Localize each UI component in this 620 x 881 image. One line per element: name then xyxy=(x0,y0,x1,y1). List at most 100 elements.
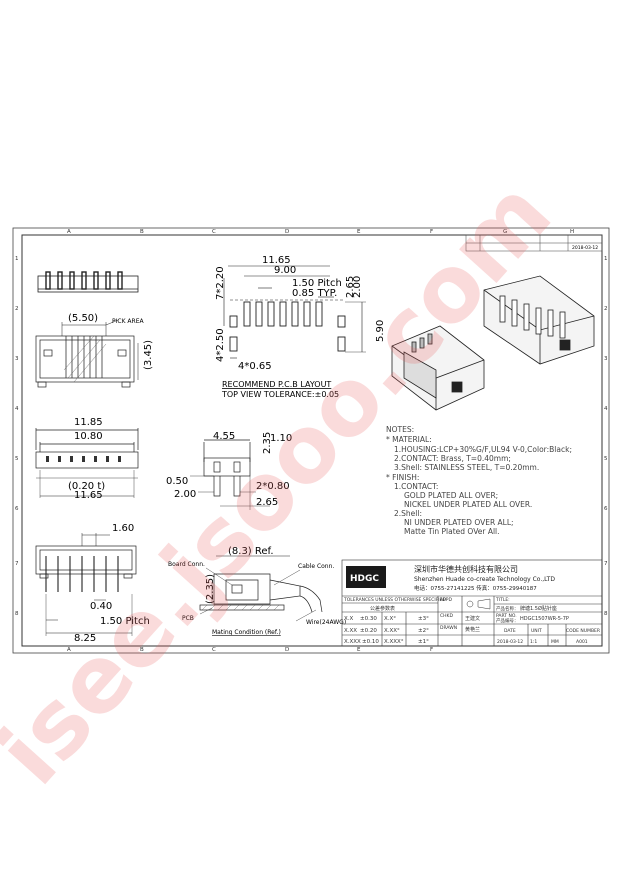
pcb-dim-9-00: 9.00 xyxy=(274,265,296,276)
grid-col-bottom: D xyxy=(285,647,289,653)
mating-view xyxy=(199,555,323,622)
product-name-label: 产品名称： xyxy=(496,605,519,612)
grid-row-right: 4 xyxy=(604,406,608,412)
code-value: A001 xyxy=(576,639,588,645)
note-line: NICKEL UNDER PLATED ALL OVER. xyxy=(404,500,532,509)
grid-row-left: 5 xyxy=(15,456,19,462)
company-logo xyxy=(346,566,386,588)
pcb-dim-4x0-65: 4*0.65 xyxy=(238,361,272,372)
side-dim-2-35: 2.35 xyxy=(262,432,273,454)
grid-row-left: 6 xyxy=(15,506,19,512)
pcb-caption-1: RECOMMEND P.C.B LAYOUT xyxy=(222,380,331,389)
pcb-dim-0-85: 0.85 TYP. xyxy=(292,288,337,299)
tol-key: X.XX xyxy=(344,628,357,634)
tol-key: X.XXX° xyxy=(384,639,404,645)
title-block-text: TOLERANCES UNLESS OTHERWISE SPECIFIED 公差… xyxy=(343,597,600,645)
note-line: NOTES: xyxy=(386,425,414,434)
pcb-dim-11-65: 11.65 xyxy=(262,255,291,266)
note-line: 2.Shell: xyxy=(394,509,422,518)
chkd-name: 王建文 xyxy=(465,615,480,622)
pcb-dim-2-00: 2.00 xyxy=(352,276,363,298)
title-label: TITLE: xyxy=(495,597,510,603)
tol-value: ±2° xyxy=(418,628,429,634)
dim-5-50: (5.50) xyxy=(68,313,98,324)
note-line: Matte Tin Plated OVer All. xyxy=(404,527,500,536)
grid-col-top: G xyxy=(503,229,507,235)
side-view xyxy=(190,439,270,510)
note-line: 2.CONTACT: Brass, T=0.40mm; xyxy=(394,454,511,463)
dim-3-45: (3.45) xyxy=(143,340,154,370)
grid-row-right: 8 xyxy=(604,611,608,617)
side-dim-2-00: 2.00 xyxy=(174,489,196,500)
drawn-label: DRAWN xyxy=(440,625,457,631)
grid-col-top: E xyxy=(357,229,361,235)
note-line: * MATERIAL: xyxy=(386,435,432,444)
product-name: 牌塘1.5Ø贴针座 xyxy=(520,605,557,612)
pcb-caption-2: TOP VIEW TOLERANCE:±0.05 xyxy=(221,390,339,399)
grid-col-top: F xyxy=(430,229,433,235)
side-dim-4-55: 4.55 xyxy=(213,431,235,442)
wire-label: Wire(24AWG) xyxy=(306,619,346,626)
title-block xyxy=(341,559,603,647)
tol-header-cn: 公差参数表 xyxy=(370,605,395,612)
note-line: 1.HOUSING:LCP+30%G/F,UL94 V-0,Color:Blac… xyxy=(394,445,572,454)
tol-key: X.X° xyxy=(384,616,396,622)
grid-rows: 1 2 3 4 5 6 7 8 1 2 3 4 5 6 7 8 xyxy=(15,256,608,617)
dim-11-65-b: 11.65 xyxy=(74,490,103,501)
pcb-layout xyxy=(223,265,366,359)
pcb-dim-5-90: 5.90 xyxy=(375,320,386,342)
side-dim-0-50: 0.50 xyxy=(166,476,188,487)
grid-row-right: 3 xyxy=(604,356,608,362)
grid-col-top: H xyxy=(570,229,574,235)
outer-frame xyxy=(12,227,610,654)
dim-1-60: 1.60 xyxy=(112,523,134,534)
company-name-en: Shenzhen Huade co-create Technology Co.,… xyxy=(414,576,555,583)
grid-col-bottom: E xyxy=(357,647,361,653)
unit-label: UNIT xyxy=(531,628,542,634)
tol-header: TOLERANCES UNLESS OTHERWISE SPECIFIED xyxy=(343,597,446,603)
dim-11-85: 11.85 xyxy=(74,417,103,428)
dim-8-25: 8.25 xyxy=(74,633,96,644)
grid-col-bottom: B xyxy=(140,647,144,653)
dim-0-40: 0.40 xyxy=(90,601,112,612)
tol-key: X.X xyxy=(344,616,354,622)
grid-col-top: A xyxy=(67,229,71,235)
grid-col-bottom: A xyxy=(67,647,71,653)
revision-table xyxy=(465,234,603,252)
top-view-housing xyxy=(35,428,139,498)
tol-value: ±0.30 xyxy=(360,616,377,622)
grid-col-top: B xyxy=(140,229,144,235)
grid-row-right: 5 xyxy=(604,456,608,462)
grid-row-right: 7 xyxy=(604,561,608,567)
mating-caption: Mating Condition (Ref.) xyxy=(212,629,281,636)
grid-row-left: 4 xyxy=(15,406,19,412)
grid-row-left: 7 xyxy=(15,561,19,567)
grid-row-left: 8 xyxy=(15,611,19,617)
note-line: 3.Shell: STAINLESS STEEL, T=0.20mm. xyxy=(394,463,539,472)
date-label: DATE xyxy=(504,628,516,634)
grid-col-top: C xyxy=(212,229,216,235)
grid-col-top: D xyxy=(285,229,289,235)
note-line: 1.CONTACT: xyxy=(394,482,438,491)
note-line: GOLD PLATED ALL OVER; xyxy=(404,491,498,500)
board-conn-label: Board Conn. xyxy=(168,561,205,568)
dim-0-20-t: (0.20 t) xyxy=(68,481,105,492)
cable-conn-label: Cable Conn. xyxy=(298,563,334,570)
tol-value: ±1° xyxy=(418,639,429,645)
projection-symbol-icon xyxy=(466,598,491,610)
front-view-pick-area xyxy=(35,319,139,388)
notes-block: NOTES: * MATERIAL: 1.HOUSING:LCP+30%G/F,… xyxy=(386,425,572,536)
grid-row-right: 1 xyxy=(604,256,608,262)
pick-area-label: PICK AREA xyxy=(112,318,144,325)
pcb-dim-pitch: 1.50 Pitch xyxy=(292,278,342,289)
isometric-view-back xyxy=(483,275,595,365)
part-no-cn-label: 产品编号： xyxy=(496,617,519,624)
revision-date: 2018-03-12 xyxy=(572,245,598,251)
part-no-label: PART NO. xyxy=(496,613,517,619)
pcb-label: PCB xyxy=(182,615,194,622)
dim-10-80: 10.80 xyxy=(74,431,103,442)
grid-columns: A B C D E F G H A B C D E F xyxy=(67,229,574,653)
side-dim-2-65: 2.65 xyxy=(256,497,278,508)
